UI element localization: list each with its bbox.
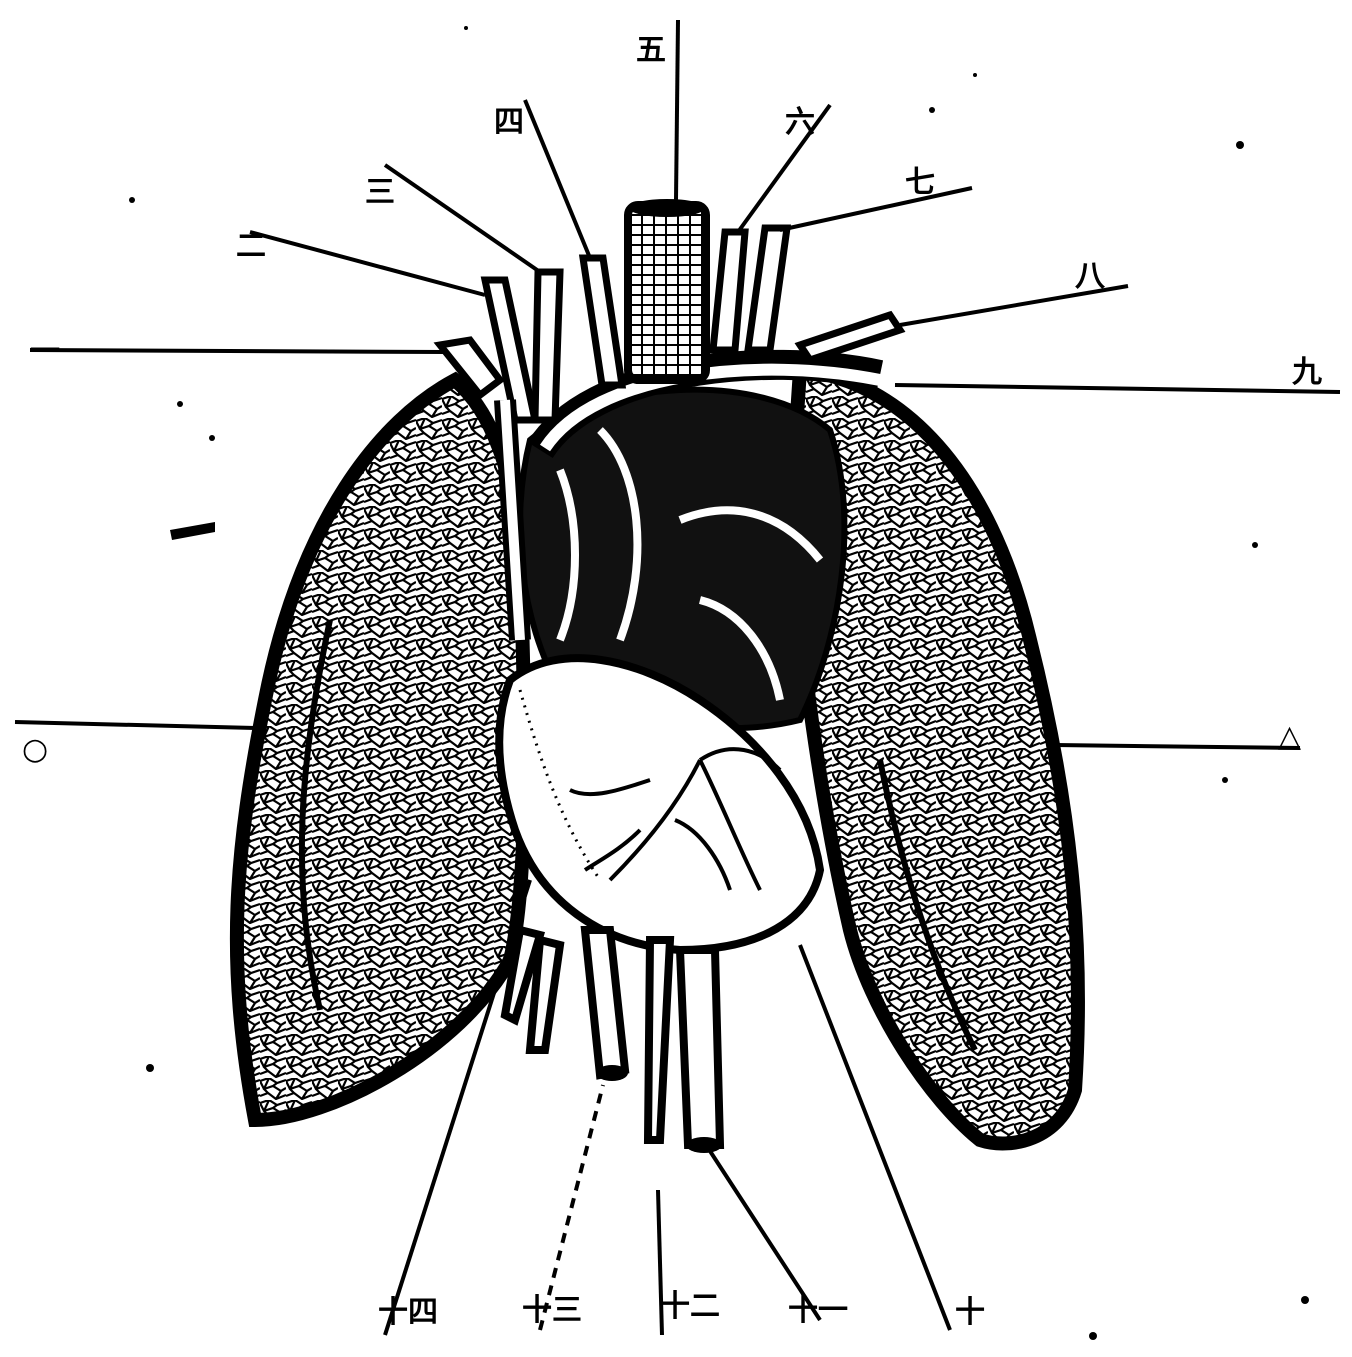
callout-label-c4: 四 <box>494 108 524 138</box>
callout-label-c7: 七 <box>905 168 935 198</box>
callout-label-c3: 三 <box>365 178 395 208</box>
left-lung <box>237 380 525 1120</box>
callout-label-c15: ○ <box>22 735 48 765</box>
callout-label-c12: 十二 <box>660 1292 720 1322</box>
callout-label-c11: 十一 <box>788 1296 848 1326</box>
leader-c4 <box>525 100 590 258</box>
leader-c2 <box>250 232 485 295</box>
callout-label-c16: △ <box>1278 722 1301 752</box>
leader-c3 <box>385 165 540 272</box>
callout-label-c2: 二 <box>236 232 266 262</box>
callout-label-c10: 十 <box>955 1298 985 1328</box>
callout-label-c8: 八 <box>1075 262 1105 292</box>
leader-c5 <box>676 20 678 200</box>
leader-c9 <box>895 385 1340 392</box>
trachea <box>628 205 706 380</box>
callout-label-c14: 十四 <box>378 1298 438 1328</box>
lower-vessels <box>505 930 720 1145</box>
callout-label-c9: 九 <box>1292 358 1322 388</box>
leader-c1 <box>30 350 445 352</box>
callout-label-c6: 六 <box>785 108 815 138</box>
leader-c15 <box>15 722 255 728</box>
callout-label-c13: 十三 <box>522 1296 582 1326</box>
callout-label-c1: 一 <box>30 337 60 367</box>
callout-label-c5: 五 <box>636 36 666 66</box>
leader-c6 <box>738 105 830 232</box>
leader-c16 <box>1055 745 1300 748</box>
leader-c7 <box>780 188 972 230</box>
